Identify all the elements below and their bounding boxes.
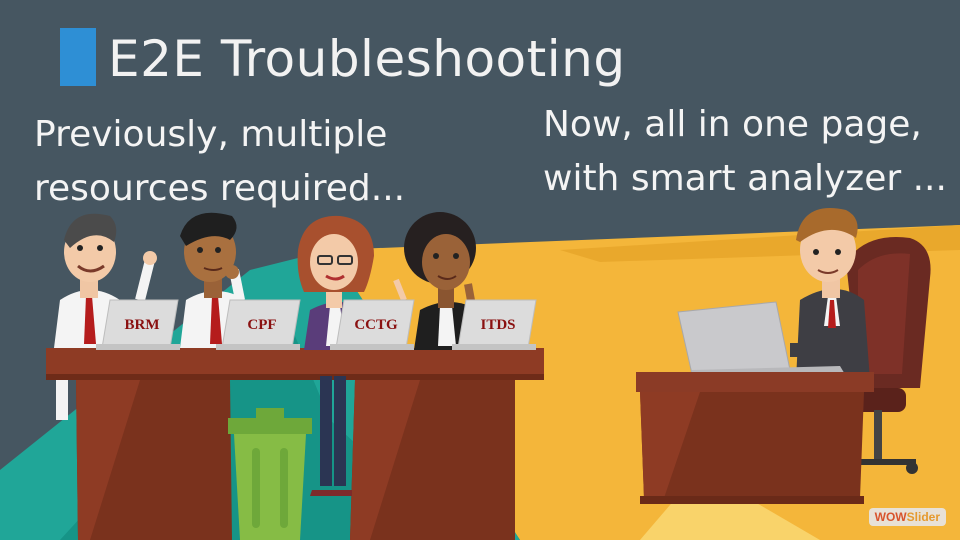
caption-left: Previously, multiple resources required.… <box>34 108 405 216</box>
laptop-label-3: CCTG <box>354 317 398 333</box>
caption-right-line-2: with smart analyzer ... <box>543 158 947 199</box>
caption-left-line-1: Previously, multiple <box>34 114 388 155</box>
standing-legs <box>310 376 352 496</box>
laptop-label-4: ITDS <box>480 317 515 333</box>
left-desk <box>46 348 544 540</box>
caption-right: Now, all in one page, with smart analyze… <box>543 98 947 206</box>
laptop-label-1: BRM <box>125 317 160 333</box>
slide-title: E2E Troubleshooting <box>108 30 626 88</box>
title-accent-bar <box>60 28 96 86</box>
trash-can <box>228 408 312 540</box>
caption-right-line-1: Now, all in one page, <box>543 104 922 145</box>
person-4 <box>393 212 484 350</box>
watermark-part-2: Slider <box>906 510 940 524</box>
businessman <box>790 208 870 380</box>
right-desk <box>636 372 874 504</box>
laptop-label-2: CPF <box>247 317 276 333</box>
laptop-row <box>96 299 537 350</box>
watermark-part-1: WOW <box>874 510 907 524</box>
wowslider-watermark[interactable]: WOWSlider <box>868 508 946 526</box>
caption-left-line-2: resources required... <box>34 168 406 209</box>
